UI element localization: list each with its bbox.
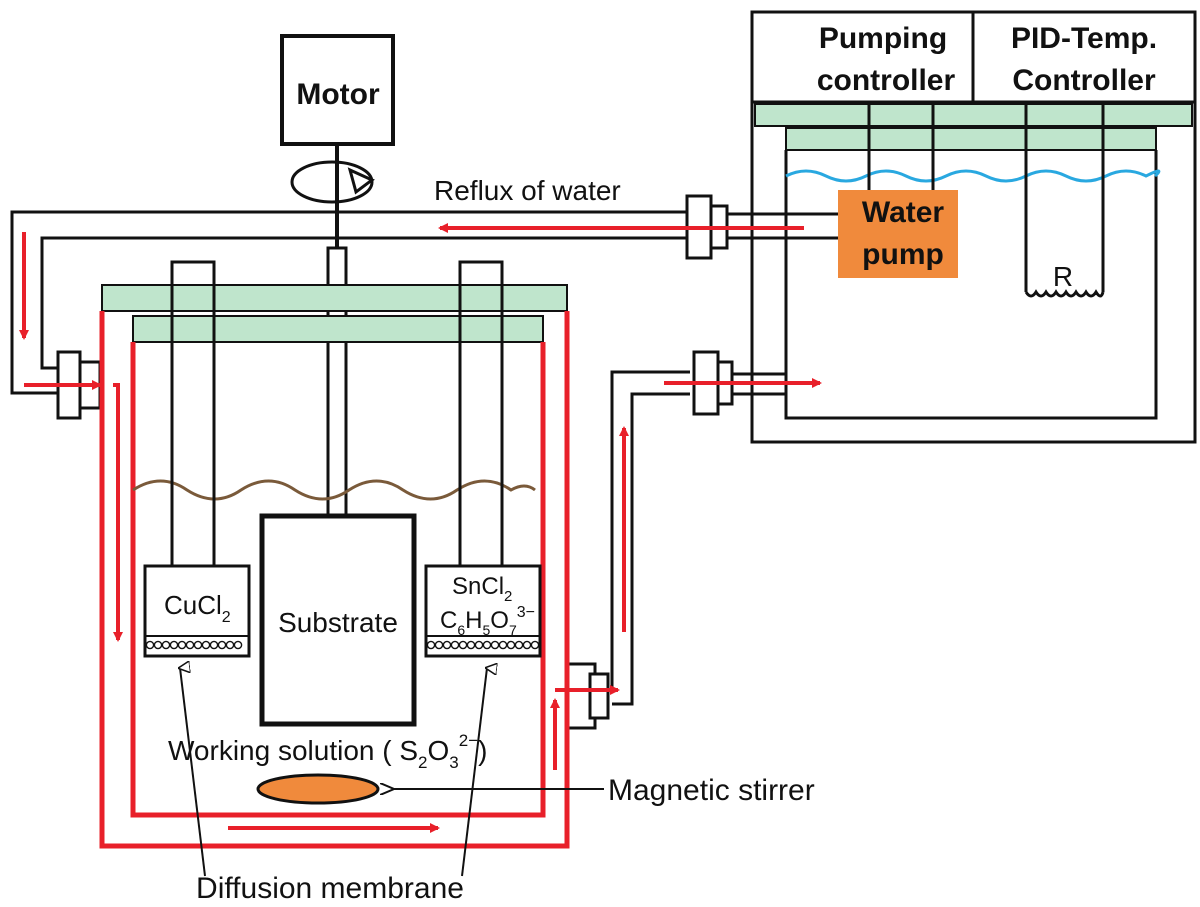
cucl2-label: CuCl2 (164, 590, 231, 626)
membrane-pore (514, 640, 524, 650)
magnetic-stirrer-label: Magnetic stirrer (608, 774, 815, 807)
rotation-icon (290, 160, 374, 204)
sncl2-cell (424, 564, 542, 658)
membrane-pore (233, 640, 243, 650)
membrane-pore (474, 640, 484, 650)
sncl2-hanger (458, 260, 504, 566)
pointer-membrane-right (461, 668, 487, 877)
flow-arrows (19, 223, 822, 833)
membrane-pore (530, 640, 540, 650)
water-pump-label-2: pump (862, 238, 944, 271)
pid-controller-label-2: Controller (1012, 64, 1156, 97)
solution-level (132, 479, 536, 501)
water-bath (784, 150, 1158, 420)
diffusion-membrane-label: Diffusion membrane (196, 872, 464, 905)
bath-water-level (785, 169, 1161, 183)
membrane-pore (193, 640, 203, 650)
reflux-label: Reflux of water (434, 175, 621, 206)
membrane-pore (434, 640, 444, 650)
reactor-outer-lid (101, 284, 568, 312)
pid-controller-label-1: PID-Temp. (1011, 22, 1157, 55)
circulation-pipes (10, 210, 838, 706)
heater-resistor (1024, 289, 1105, 298)
water-pump-label-1: Water (862, 196, 945, 229)
resistor-label: R (1053, 261, 1073, 292)
diffusion-membrane-left (145, 640, 243, 650)
membrane-pore (466, 640, 476, 650)
flow-arrow-jacket-down (113, 383, 123, 642)
bath-lid (785, 127, 1157, 151)
water-pump (838, 190, 958, 278)
membrane-pore (209, 640, 219, 650)
working-solution-label: Working solution ( S2O32−) (168, 731, 487, 772)
membrane-pore (450, 640, 460, 650)
motor-label: Motor (296, 78, 380, 111)
labels: Motor Reflux of water Pumping controller… (164, 22, 1157, 905)
controller-unit (750, 10, 1197, 444)
controller-lid (754, 103, 1193, 127)
pumping-controller-label-2: controller (817, 64, 956, 97)
membrane-pore (153, 640, 163, 650)
membrane-pore (177, 640, 187, 650)
reactor-inner-lid (132, 315, 544, 343)
membrane-pore (490, 640, 500, 650)
membrane-pore (185, 640, 195, 650)
membrane-pore (498, 640, 508, 650)
reactor-outer-jacket (99, 311, 570, 849)
membrane-pore (458, 640, 468, 650)
pumping-controller-label-1: Pumping (819, 22, 947, 55)
membrane-pore (201, 640, 211, 650)
reactor-inner-vessel (130, 342, 546, 818)
sncl2-label: SnCl2 (452, 573, 512, 605)
membrane-pore (225, 640, 235, 650)
membrane-pore (145, 640, 155, 650)
pointer-lines (180, 668, 604, 877)
membrane-pore (169, 640, 179, 650)
substrate-block (259, 513, 417, 727)
membrane-pore (217, 640, 227, 650)
membrane-pore (482, 640, 492, 650)
membrane-pore (442, 640, 452, 650)
diffusion-membrane-right (426, 640, 540, 650)
membrane-pore (161, 640, 171, 650)
reactor (99, 260, 570, 849)
citrate-label: C6H5O73− (440, 604, 535, 638)
pointer-membrane-left (180, 668, 206, 877)
cucl2-hanger (170, 260, 216, 566)
membrane-pore (522, 640, 532, 650)
motor-box (280, 34, 395, 146)
stirrer-bar (256, 773, 380, 805)
membrane-pore (506, 640, 516, 650)
membrane-pore (426, 640, 436, 650)
substrate-label: Substrate (278, 607, 398, 638)
